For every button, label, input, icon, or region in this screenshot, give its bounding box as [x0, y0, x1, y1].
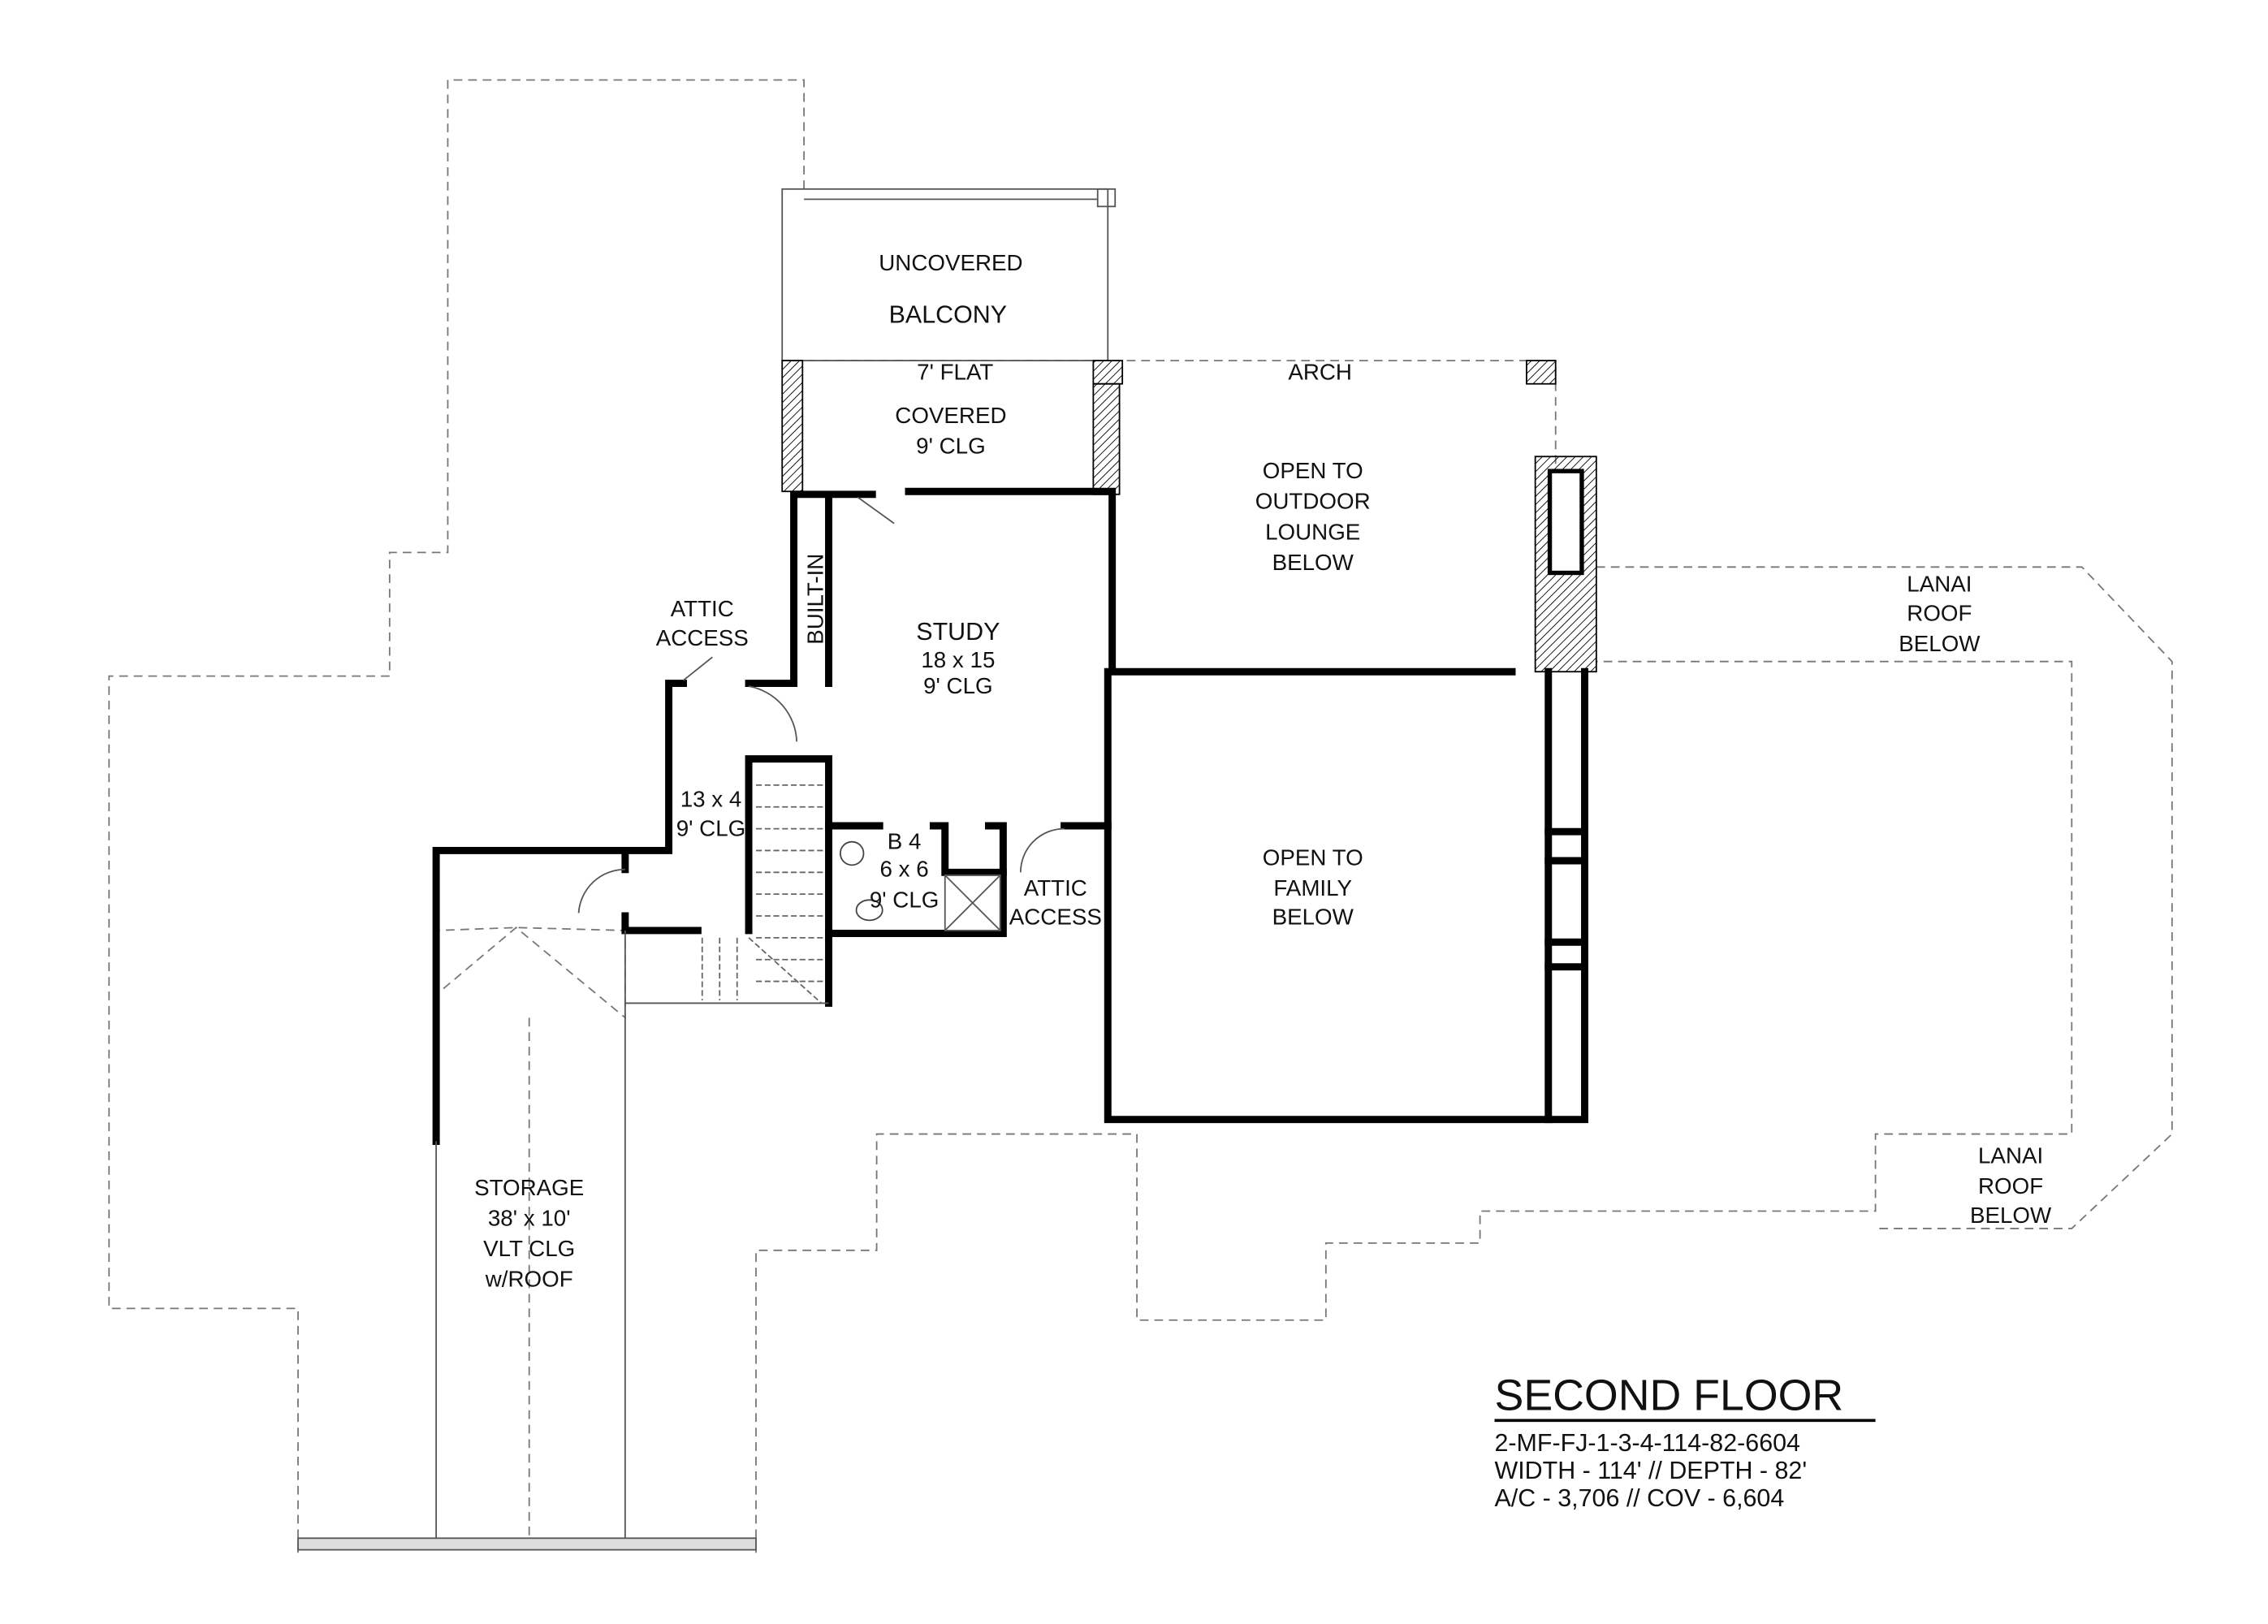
- balcony-post: [1096, 188, 1117, 208]
- lounge-label-2: OUTDOOR: [1255, 489, 1371, 514]
- storage-roof: w/ROOF: [485, 1267, 573, 1292]
- covered-label-1: COVERED: [895, 403, 1006, 428]
- fireplace-box: [1547, 469, 1584, 576]
- study-label: STUDY: [916, 618, 1000, 646]
- study-size: 18 x 15: [921, 647, 995, 672]
- lanai-bottom-label-1: LANAI: [1978, 1142, 2043, 1168]
- stair-landing: [624, 930, 829, 1004]
- lanai-top-label-1: LANAI: [1907, 572, 1972, 597]
- balcony-rail: [781, 188, 1109, 361]
- wall: [929, 822, 1007, 876]
- storage-size: 38' x 10': [488, 1205, 571, 1230]
- family-label-1: OPEN TO: [1263, 844, 1363, 870]
- family-label-2: FAMILY: [1273, 875, 1352, 901]
- wall: [745, 755, 832, 1007]
- built-in-label: BUILT-IN: [802, 554, 827, 645]
- door-swing: [1019, 827, 1065, 873]
- covered-label-2: 9' CLG: [916, 434, 986, 459]
- wall: [825, 822, 1007, 937]
- bath-size: 6 x 6: [880, 857, 929, 882]
- attic-access-2-label-2: ACCESS: [1009, 905, 1102, 930]
- lanai-top-label-3: BELOW: [1899, 631, 1981, 656]
- lanai-top-label-2: ROOF: [1907, 601, 1972, 626]
- storage-ceiling: VLT CLG: [483, 1236, 575, 1261]
- bath-label: B 4: [888, 829, 922, 854]
- door-leaf: [682, 656, 713, 681]
- storage-roof-lines: [436, 926, 626, 1020]
- wall: [621, 912, 702, 935]
- wall: [432, 680, 687, 1145]
- lounge-label-3: LOUNGE: [1265, 519, 1360, 544]
- attic-access-label-1: ATTIC: [671, 596, 734, 621]
- column: [1526, 360, 1557, 385]
- shower: [944, 874, 1001, 931]
- door-swing: [748, 685, 798, 742]
- lounge-label-1: OPEN TO: [1263, 458, 1363, 483]
- bath-ceiling: 9' CLG: [870, 887, 940, 912]
- lanai-bottom-label-3: BELOW: [1970, 1203, 2052, 1228]
- attic-access-label-2: ACCESS: [656, 625, 749, 650]
- stairs: [701, 784, 823, 1004]
- roof-outline-left: [108, 79, 805, 1553]
- hall-ceiling: 9' CLG: [676, 816, 746, 841]
- wall-hatched: [1092, 382, 1121, 495]
- flat-label: 7' FLAT: [917, 359, 993, 384]
- door-leaf: [857, 496, 895, 525]
- plan-title: SECOND FLOOR: [1495, 1371, 1844, 1420]
- roof-outline-right: [755, 660, 2073, 1553]
- plan-code: 2-MF-FJ-1-3-4-114-82-6604: [1495, 1429, 1801, 1457]
- lounge-label-4: BELOW: [1272, 550, 1354, 575]
- lanai-roof-outline: [1596, 566, 2173, 1229]
- family-label-3: BELOW: [1272, 905, 1354, 930]
- hall-size: 13 x 4: [680, 787, 742, 812]
- attic-access-2-label-1: ATTIC: [1024, 875, 1087, 901]
- plan-areas: A/C - 3,706 // COV - 6,604: [1495, 1484, 1785, 1512]
- column: [1092, 360, 1124, 385]
- balcony-label-2: BALCONY: [889, 301, 1007, 329]
- lanai-bottom-label-2: ROOF: [1978, 1173, 2043, 1199]
- column: [781, 360, 804, 493]
- sink-icon: [839, 840, 865, 866]
- balcony-label-1: UNCOVERED: [879, 250, 1022, 275]
- storage-label: STORAGE: [474, 1175, 584, 1200]
- wall: [1104, 667, 1588, 1124]
- wall: [790, 490, 876, 688]
- arch-label: ARCH: [1288, 359, 1352, 384]
- study-ceiling: 9' CLG: [923, 673, 993, 698]
- plan-dimensions: WIDTH - 114' // DEPTH - 82': [1495, 1457, 1808, 1484]
- shower-x: [944, 875, 1001, 931]
- door-swing: [577, 868, 625, 914]
- floor-edge: [297, 1537, 757, 1551]
- toilet-icon: [855, 899, 883, 922]
